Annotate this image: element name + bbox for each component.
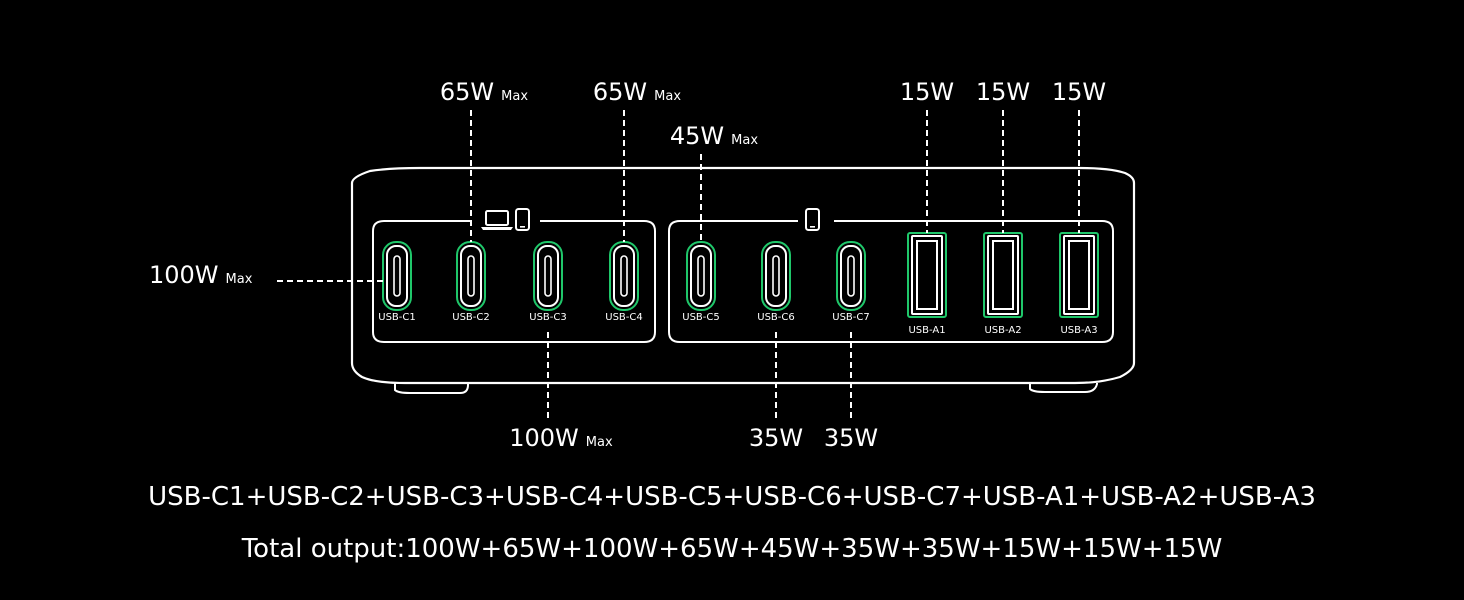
port-usb-a3	[1059, 232, 1099, 318]
watt-label-usb-c2: 65W Max	[440, 80, 528, 104]
watt-value: 100W	[149, 261, 219, 289]
port-label-usb-c3: USB-C3	[529, 312, 567, 323]
port-label-usb-c1: USB-C1	[378, 312, 416, 323]
phone-icon	[515, 208, 530, 231]
watt-label-usb-a2: 15W	[976, 80, 1030, 104]
port-usb-c3	[533, 241, 563, 311]
watt-value: 35W	[823, 424, 879, 452]
port-label-usb-a3: USB-A3	[1060, 325, 1098, 336]
left-foot	[394, 383, 469, 394]
laptop-icon	[481, 210, 513, 230]
max-suffix: Max	[501, 89, 529, 104]
watt-label-usb-c6: 35W	[749, 426, 803, 450]
watt-value: 15W	[975, 78, 1031, 106]
port-usb-c5	[686, 241, 716, 311]
max-suffix: Max	[654, 89, 682, 104]
watt-value: 65W	[592, 78, 648, 106]
watt-label-usb-a1: 15W	[900, 80, 954, 104]
max-suffix: Max	[225, 272, 253, 287]
port-usb-c4	[609, 241, 639, 311]
watt-label-usb-c4: 65W Max	[593, 80, 681, 104]
charger-body	[350, 166, 1136, 385]
watt-value: 15W	[899, 78, 955, 106]
watt-value: 45W	[669, 122, 725, 150]
phone-icon	[805, 208, 820, 231]
max-suffix: Max	[585, 435, 613, 450]
watt-label-usb-c5: 45W Max	[670, 124, 758, 148]
port-label-usb-c4: USB-C4	[605, 312, 643, 323]
port-label-usb-c2: USB-C2	[452, 312, 490, 323]
port-usb-c1	[382, 241, 412, 311]
max-suffix: Max	[731, 133, 759, 148]
watt-label-usb-c1: 100W Max	[149, 263, 252, 287]
right-port-panel	[668, 220, 1114, 343]
port-usb-c2	[456, 241, 486, 311]
port-label-usb-c7: USB-C7	[832, 312, 870, 323]
watt-value: 100W	[509, 424, 579, 452]
port-usb-c7	[836, 241, 866, 311]
watt-value: 35W	[748, 424, 804, 452]
port-usb-c6	[761, 241, 791, 311]
port-label-usb-a2: USB-A2	[984, 325, 1022, 336]
port-usb-a1	[907, 232, 947, 318]
total-output: Total output:100W+65W+100W+65W+45W+35W+3…	[241, 534, 1223, 564]
port-label-usb-a1: USB-A1	[908, 325, 946, 336]
watt-label-usb-c7: 35W	[824, 426, 878, 450]
watt-label-usb-c3: 100W Max	[509, 426, 612, 450]
watt-value: 65W	[439, 78, 495, 106]
port-label-usb-c5: USB-C5	[682, 312, 720, 323]
left-port-panel	[372, 220, 656, 343]
ports-list: USB-C1+USB-C2+USB-C3+USB-C4+USB-C5+USB-C…	[148, 482, 1316, 512]
port-usb-a2	[983, 232, 1023, 318]
right-foot	[1029, 383, 1098, 393]
port-label-usb-c6: USB-C6	[757, 312, 795, 323]
watt-value: 15W	[1051, 78, 1107, 106]
watt-label-usb-a3: 15W	[1052, 80, 1106, 104]
